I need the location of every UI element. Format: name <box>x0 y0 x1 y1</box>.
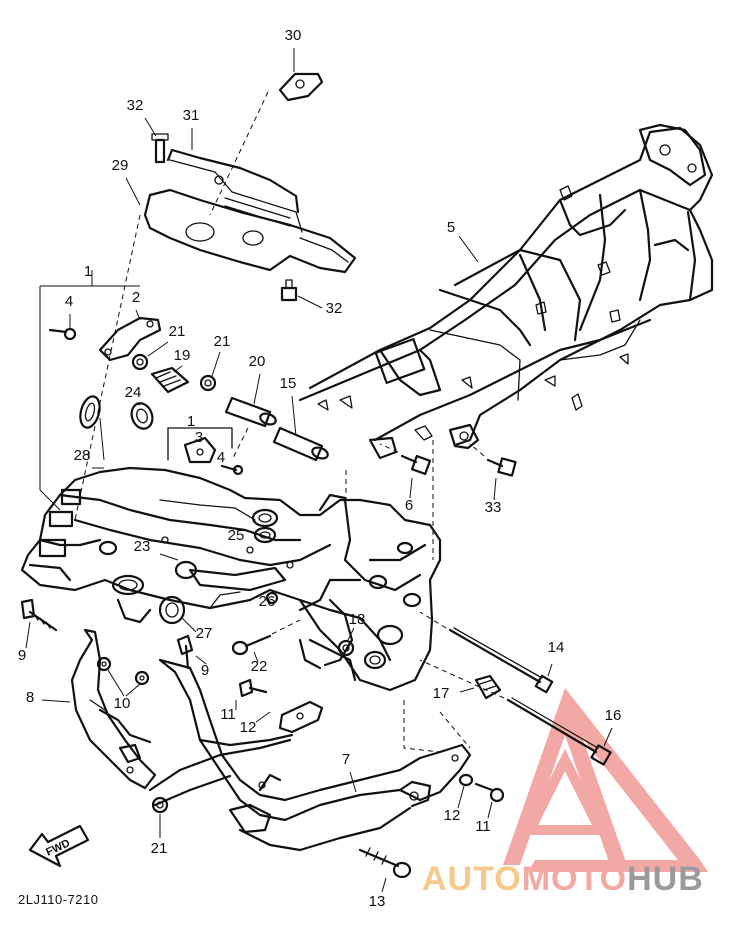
part-label-8: 8 <box>26 689 34 706</box>
bracket-part-12-upper <box>255 700 324 734</box>
part-label-32a: 32 <box>127 97 144 114</box>
grommet-part-25 <box>251 508 279 528</box>
spacer-part-20 <box>224 373 277 428</box>
bolt-part-4-top <box>48 314 77 341</box>
nut-part-10b <box>107 669 150 697</box>
part-label-7: 7 <box>342 751 350 768</box>
part-label-21c: 21 <box>151 840 168 857</box>
part-label-20: 20 <box>249 353 266 370</box>
part-label-6: 6 <box>405 497 413 514</box>
rear-subframe-part-5 <box>298 123 714 460</box>
bolt-part-22 <box>231 619 301 663</box>
part-label-12b: 12 <box>444 807 461 824</box>
part-label-1a: 1 <box>84 263 92 280</box>
engine-bracket-part-8 <box>41 628 157 790</box>
bolt-part-9-left <box>20 598 58 649</box>
watermark-hub: HUB <box>627 860 704 898</box>
part-label-25: 25 <box>228 527 245 544</box>
collar-part-24 <box>130 402 154 430</box>
part-label-5: 5 <box>447 219 455 236</box>
part-label-29: 29 <box>112 157 129 174</box>
watermark-triangle-logo <box>503 688 708 872</box>
bolt-part-11-upper <box>235 678 268 710</box>
lower-frame-part-7 <box>148 658 472 852</box>
part-label-12a: 12 <box>240 719 257 736</box>
part-label-4a: 4 <box>65 293 73 310</box>
bolt-part-13 <box>358 847 412 893</box>
part-label-18: 18 <box>349 611 366 628</box>
bolt-part-4-lower <box>220 464 244 476</box>
nut-part-18 <box>337 627 355 657</box>
part-label-28: 28 <box>74 447 91 464</box>
part-label-10: 10 <box>114 695 131 712</box>
part-label-23: 23 <box>134 538 151 555</box>
part-label-11b: 11 <box>475 818 491 835</box>
part-label-27: 27 <box>196 625 213 642</box>
bolt-part-11-lower <box>474 782 505 819</box>
part-label-2: 2 <box>132 289 140 306</box>
bracket-part-30 <box>209 48 324 216</box>
part-label-31: 31 <box>183 107 200 124</box>
frame-cover-part-31 <box>143 148 357 274</box>
part-label-32b: 32 <box>326 300 343 317</box>
part-label-33: 33 <box>485 499 502 516</box>
part-label-4b: 4 <box>217 449 225 466</box>
part-label-21a: 21 <box>169 323 186 340</box>
long-bolt-part-14 <box>419 611 554 694</box>
part-label-21b: 21 <box>214 333 231 350</box>
washer-part-12-lower <box>457 773 474 809</box>
part-label-30: 30 <box>285 27 302 44</box>
part-label-9b: 9 <box>201 662 209 679</box>
part-label-13: 13 <box>369 893 386 910</box>
part-label-11a: 11 <box>220 706 236 723</box>
nut-part-21-upper <box>131 341 169 371</box>
collar-part-17 <box>459 674 502 700</box>
bracket-part-3 <box>167 427 233 464</box>
watermark-auto: AUTO <box>422 860 522 898</box>
bolt-part-9-right <box>176 634 207 670</box>
part-label-16: 16 <box>605 707 622 724</box>
nut-part-10a <box>96 656 112 672</box>
watermark-text: AUTOMOTOHUB <box>422 860 704 898</box>
part-label-3: 3 <box>195 429 203 446</box>
watermark-moto: MOTO <box>522 860 627 898</box>
bolt-part-32-top <box>144 117 169 164</box>
part-label-22: 22 <box>251 658 268 675</box>
nut-part-21-lower <box>151 796 169 838</box>
main-frame-part-23 <box>20 427 442 692</box>
part-label-26: 26 <box>259 593 276 610</box>
part-label-1b: 1 <box>187 413 195 430</box>
bracket-part-2 <box>98 309 162 362</box>
bolt-part-32-lower <box>280 279 323 309</box>
long-bolt-part-16 <box>419 659 613 766</box>
part-label-17: 17 <box>433 685 450 702</box>
ring-part-27 <box>158 595 197 633</box>
damper-part-28 <box>79 395 105 469</box>
bolt-part-6 <box>379 443 432 499</box>
nut-part-26 <box>265 591 279 605</box>
svg-text:AUTOMOTOHUB: AUTOMOTOHUB <box>422 860 704 898</box>
part-label-24: 24 <box>125 384 142 401</box>
spacer-part-15 <box>272 395 329 462</box>
bolt-part-33 <box>469 443 517 501</box>
nut-part-21-middle <box>199 351 221 392</box>
part-label-15: 15 <box>280 375 297 392</box>
drawing-code: 2LJ110-7210 <box>18 892 98 907</box>
collar-part-19 <box>150 365 190 394</box>
fwd-direction-marker: FWD <box>28 824 90 868</box>
part-label-14: 14 <box>548 639 565 656</box>
part-label-19: 19 <box>174 347 191 364</box>
part-label-9a: 9 <box>18 647 26 664</box>
